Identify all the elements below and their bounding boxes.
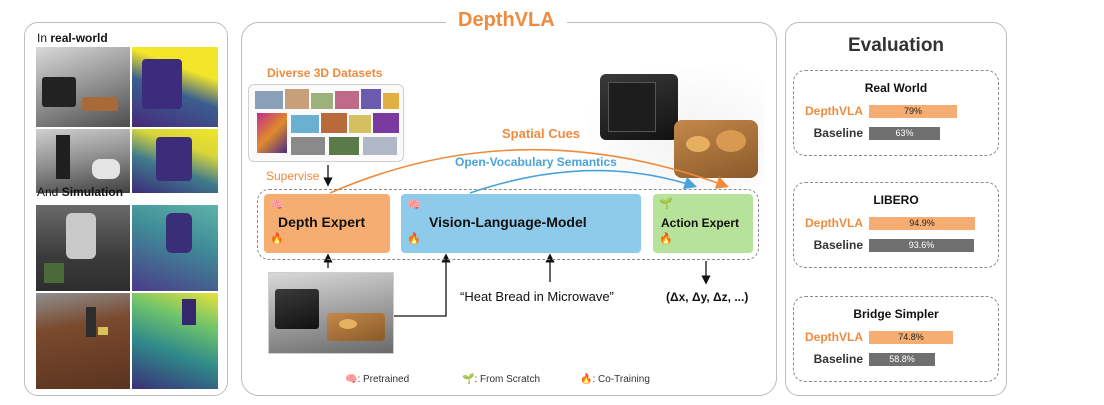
depth-expert-box: 🧠 🔥 Depth Expert	[264, 194, 390, 253]
bar-label: DepthVLA	[805, 330, 863, 344]
action-expert-label: Action Expert	[661, 216, 740, 230]
bar-fill	[869, 239, 974, 252]
bar-value-label: 79%	[903, 106, 922, 116]
input-observation-image	[268, 272, 394, 354]
bar-fill	[869, 105, 957, 118]
action-expert-box: 🌱 🔥 Action Expert	[653, 194, 753, 253]
fire-icon: 🔥	[580, 374, 593, 385]
legend-pretrained: 🧠: Pretrained	[345, 374, 410, 385]
evaluation-card: LIBERO DepthVLA 94.9% Baseline 93.6%	[793, 182, 999, 268]
bar-track: 63%	[869, 127, 940, 140]
real-world-rgb-image-1	[36, 47, 130, 127]
simulation-depth-image-2	[132, 293, 218, 389]
semantics-arrow	[469, 169, 698, 194]
bar-track: 74.8%	[869, 331, 953, 344]
sprout-icon: 🌱	[462, 374, 475, 385]
real-world-caption: In real-world	[37, 31, 108, 45]
bar-value-label: 94.9%	[909, 218, 935, 228]
bar-fill	[869, 331, 953, 344]
semantics-label: Open-Vocabulary Semantics	[455, 155, 617, 169]
real-world-depth-image-1	[132, 47, 218, 127]
bar-fill	[869, 353, 935, 366]
evaluation-card-title: LIBERO	[873, 193, 919, 207]
vlm-box: 🧠 🔥 Vision-Language-Model	[401, 194, 641, 253]
supervise-label: Supervise	[266, 169, 320, 183]
legend-from-scratch: 🌱: From Scratch	[462, 374, 541, 385]
spatial-cues-label: Spatial Cues	[502, 126, 581, 141]
bar-value-label: 74.8%	[898, 332, 924, 342]
scene-pointcloud-image	[588, 70, 764, 186]
legend-co-training: 🔥: Co-Training	[580, 374, 650, 385]
instruction-text: “Heat Bread in Microwave”	[460, 289, 614, 304]
sprout-icon: 🌱	[659, 198, 673, 210]
bar-track: 94.9%	[869, 217, 975, 230]
datasets-mosaic-image	[248, 84, 404, 162]
bar-fill	[869, 127, 940, 140]
bar-track: 58.8%	[869, 353, 935, 366]
real-world-depth-image-2	[132, 129, 218, 193]
center-title: DepthVLA	[446, 9, 567, 32]
evaluation-card-title: Bridge Simpler	[853, 307, 939, 321]
simulation-rgb-image-1	[36, 205, 130, 291]
bar-value-label: 63%	[895, 128, 914, 138]
bar-value-label: 93.6%	[908, 240, 935, 250]
action-output-text: (Δx, Δy, Δz, ...)	[666, 290, 749, 304]
depth-expert-label: Depth Expert	[278, 214, 366, 230]
fire-icon: 🔥	[407, 233, 421, 245]
bar-label: DepthVLA	[805, 216, 863, 230]
bar-label: DepthVLA	[805, 104, 863, 118]
bar-label: Baseline	[813, 126, 863, 140]
bar-value-label: 58.8%	[889, 354, 915, 364]
bar-fill	[869, 217, 975, 230]
simulation-caption: And Simulation	[37, 185, 124, 199]
simulation-depth-image-1	[132, 205, 218, 291]
left-panel: In real-world And Simulation	[24, 22, 228, 396]
evaluation-card-title: Real World	[864, 81, 928, 95]
brain-icon: 🧠	[270, 199, 284, 211]
model-modules-container	[257, 189, 759, 260]
vlm-label: Vision-Language-Model	[429, 214, 587, 230]
bar-track: 93.6%	[869, 239, 974, 252]
datasets-title: Diverse 3D Datasets	[267, 66, 383, 80]
fire-icon: 🔥	[270, 233, 284, 245]
real-world-rgb-image-2	[36, 129, 130, 193]
image-to-vlm-arrow	[392, 253, 451, 317]
simulation-rgb-image-2	[36, 293, 130, 389]
bar-label: Baseline	[813, 352, 863, 366]
bar-track: 79%	[869, 105, 957, 118]
fire-icon: 🔥	[659, 233, 673, 245]
spatial-cues-arrow	[329, 148, 730, 194]
evaluation-title: Evaluation	[847, 35, 945, 56]
brain-icon: 🧠	[345, 374, 358, 385]
brain-icon: 🧠	[407, 199, 421, 211]
bar-label: Baseline	[813, 238, 863, 252]
